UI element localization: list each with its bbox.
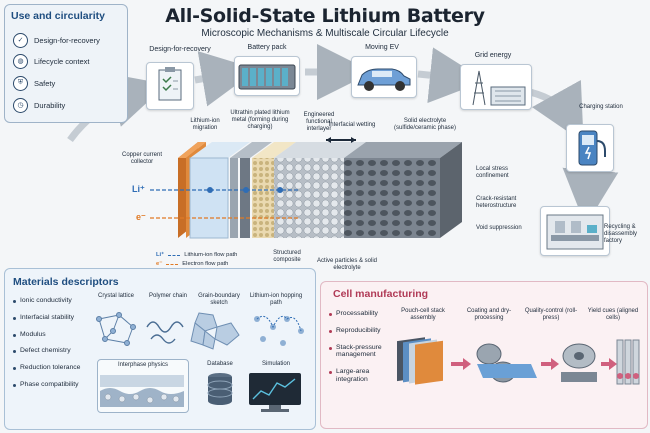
materials-bullet: Reduction tolerance <box>13 364 91 372</box>
label-wetting: Interfacial wetting <box>328 122 376 128</box>
label-active: Active particles & solid electrolyte <box>316 258 378 271</box>
legend-e-label: Electron flow path <box>182 261 229 267</box>
materials-bullet: Ionic conductivity <box>13 297 91 305</box>
label-crystal: Crystal lattice <box>97 293 134 299</box>
label-simulation: Simulation <box>261 361 290 367</box>
roll-press-icon <box>561 343 597 382</box>
database-icon <box>207 373 233 405</box>
materials-title: Materials descriptors <box>13 276 119 288</box>
label-polymer: Polymer chain <box>148 293 187 299</box>
composite-particles <box>274 158 344 238</box>
materials-bullets: Ionic conductivity Interfacial stability… <box>13 297 91 389</box>
label-database: Database <box>207 361 233 367</box>
page-title: All-Solid-State Lithium Battery <box>165 5 485 27</box>
charging-station-icon <box>566 124 614 172</box>
label-grid: Grid energy <box>474 52 512 59</box>
label-interphase: Interphase physics <box>117 362 169 368</box>
manufacturing-steps <box>397 337 640 385</box>
ev-car-icon <box>351 56 417 98</box>
grid-energy-icon <box>460 64 532 110</box>
label-pack: Battery pack <box>247 44 287 51</box>
label-step-qc: Quality-control (roll-press) <box>524 308 578 321</box>
simulation-monitor-icon <box>249 373 301 412</box>
label-grain: Grain-boundary sketch <box>198 293 240 306</box>
manufacturing-panel: Cell manufacturing Processability Reprod… <box>320 281 648 429</box>
grain-boundary <box>190 312 240 350</box>
interlayer <box>252 158 274 238</box>
solid-electrolyte <box>344 158 440 238</box>
shield-icon: ⛨ <box>13 75 28 91</box>
clipboard-check-icon: ✓ <box>13 32 28 48</box>
use-circularity-panel: Use and circularity ✓Design-for-recovery… <box>4 4 128 123</box>
legend-li-label: Lithium-ion flow path <box>184 252 238 258</box>
materials-diagrams <box>96 312 304 350</box>
arrow-to-grid <box>417 47 486 104</box>
li-plus-symbol: Li⁺ <box>132 184 145 194</box>
clock-icon: ◷ <box>13 97 28 113</box>
design-clipboard-icon <box>146 62 194 110</box>
uc-item-lifecycle: ◍Lifecycle context <box>13 53 123 69</box>
materials-bullet: Phase compatibility <box>13 381 91 389</box>
label-recycling: Recycling & disassembly factory <box>604 224 638 244</box>
arrow-to-pack <box>194 51 258 107</box>
legend-li-symbol: Li⁺ <box>156 252 165 258</box>
label-copper: Copper current collector <box>121 152 163 165</box>
manufacturing-bullets: Processability Reproducibility Stack-pre… <box>329 310 391 384</box>
recycling-factory-icon <box>540 206 610 256</box>
label-stress: Local stress confinement <box>476 166 509 179</box>
label-structured: Structured composite <box>273 250 301 263</box>
label-ev: Moving EV <box>365 44 399 51</box>
hopping-path <box>254 315 304 346</box>
materials-bullet: Modulus <box>13 331 91 339</box>
page-subtitle: Microscopic Mechanisms & Multiscale Circ… <box>201 28 449 39</box>
aligned-cells-icon <box>616 339 640 385</box>
manufacturing-bullet: Stack-pressure management <box>329 344 391 360</box>
e-minus-symbol: e⁻ <box>136 212 146 222</box>
battery-pack-icon <box>234 56 300 96</box>
manufacturing-title: Cell manufacturing <box>333 288 429 300</box>
flow-legend: Li⁺ Lithium-ion flow path e⁻ Electron flow… <box>156 252 256 267</box>
label-charging: Charging station <box>579 104 623 110</box>
interphase-box: Interphase physics <box>97 359 189 413</box>
use-circularity-title: Use and circularity <box>11 10 105 22</box>
manufacturing-bullet: Processability <box>329 310 391 318</box>
label-crack: Crack-resistant heterostructure <box>476 196 517 209</box>
arrow-to-charging <box>529 79 584 143</box>
uc-item-design: ✓Design-for-recovery <box>13 32 123 48</box>
label-hopping: Lithium-ion hopping path <box>249 293 303 306</box>
materials-panel: Materials descriptors Ionic conductivity… <box>4 268 316 430</box>
globe-icon: ◍ <box>13 53 28 69</box>
coating-roll-icon <box>476 343 537 383</box>
legend-e-symbol: e⁻ <box>156 261 163 267</box>
label-lithium-metal: Ultrathin plated lithium metal (forming … <box>230 110 290 130</box>
manufacturing-bullet: Reproducibility <box>329 327 391 335</box>
crystal-lattice <box>96 312 136 346</box>
materials-bullet: Defect chemistry <box>13 347 91 355</box>
uc-item-safety: ⛨Safety <box>13 75 123 91</box>
polymer-chain <box>146 321 184 344</box>
label-void: Void suppression <box>476 225 522 231</box>
uc-item-durability: ◷Durability <box>13 97 123 113</box>
label-design: Design-for-recovery <box>149 46 211 53</box>
label-step-yield: Yield cues (aligned cells) <box>587 308 639 321</box>
pouch-stack-icon <box>397 337 443 385</box>
label-migration: Lithium-ion migration <box>190 118 220 131</box>
arrow-to-recycling <box>562 167 619 226</box>
label-step-pouch: Pouch-cell stack assembly <box>401 308 445 321</box>
label-interlayer: Engineered functional interlayer <box>303 112 335 132</box>
label-step-coating: Coating and dry-processing <box>466 308 512 321</box>
label-electrolyte: Solid electrolyte (sulfide/ceramic phase… <box>393 118 457 131</box>
materials-bullet: Interfacial stability <box>13 314 91 322</box>
manufacturing-bullet: Large-area integration <box>329 368 391 384</box>
lithium-metal-layer <box>189 157 229 239</box>
cell-cross-section <box>150 137 462 239</box>
